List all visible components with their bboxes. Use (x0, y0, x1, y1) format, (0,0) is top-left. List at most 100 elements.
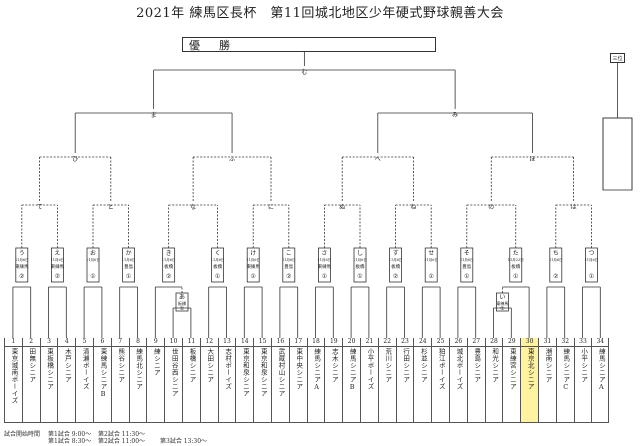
team-number: 7 (111, 338, 129, 347)
team-name: 杉並シニア (419, 348, 428, 383)
team-name: 城北ボーイズ (455, 348, 463, 390)
r32-match-venue: 豊島 (284, 263, 293, 270)
team-name: 東練馬シニアB (99, 348, 107, 399)
r32-match-label: お (90, 250, 96, 257)
team-number: 12 (200, 338, 218, 347)
third-place-label: 三位 (610, 53, 625, 63)
team-name: 練馬シニアB (348, 348, 357, 392)
r0-match-venue: 板橋 (178, 300, 186, 306)
r32-match-date: 11月6日 (424, 257, 438, 262)
r32-match-label: た (513, 250, 519, 257)
r32-match-slot: ① (126, 273, 131, 280)
team-number: 8 (129, 338, 147, 347)
qf-match-label: ほ (529, 156, 535, 163)
r32-match-date: 11月6日 (549, 257, 563, 262)
r32-match-label: し (357, 250, 363, 257)
team-number: 33 (574, 338, 592, 347)
r32-match-date: 11月6日 (318, 257, 332, 262)
team-name: 練馬シニアC (561, 348, 570, 392)
team-name: 東京北シニア (526, 348, 535, 390)
team-number: 13 (218, 338, 236, 347)
r32-match-label: か (126, 250, 132, 257)
r32-match-slot: ② (19, 273, 24, 280)
team-number: 22 (378, 338, 396, 347)
team-name: 練シニア (152, 348, 161, 376)
team-number: 30 (521, 338, 538, 347)
r16-match-label: ね (410, 204, 416, 211)
final-match-label: む (301, 69, 307, 76)
r32-match-date: 11月23日 (508, 257, 524, 262)
r0-match-label: い (499, 294, 505, 301)
team-name: 清瀬ボーイズ (81, 348, 90, 390)
team-name: 板橋シニア (188, 348, 196, 383)
r0-match-slot: ① (180, 306, 185, 312)
team-name: 志村ボーイズ (223, 348, 232, 390)
r32-match-date: 11月6日 (585, 257, 599, 262)
schedule-heading: 試合開始時間 (4, 431, 41, 438)
team-name: 東京和泉シニア (241, 348, 250, 397)
team-name: 武蔵村山シニア (277, 348, 285, 397)
r32-match-label: ち (553, 250, 559, 257)
r32-match-slot: ① (357, 273, 362, 280)
r32-match-label: き (166, 250, 172, 257)
team-name: 豊島シニア (472, 348, 481, 383)
winner-box: 優 勝 (182, 37, 436, 52)
r16-match-label: に (268, 204, 274, 211)
team-number: 34 (592, 338, 609, 347)
r32-match-date: 11月6日 (353, 257, 367, 262)
schedule-day2-first: 第1試合 8:30〜 (48, 438, 92, 445)
team-number: 27 (467, 338, 485, 347)
r32-match-slot: ① (464, 273, 469, 280)
team-number: 29 (503, 338, 521, 347)
r16-match-label: て (37, 204, 43, 211)
r32-match-date: 11月6日 (51, 257, 65, 262)
team-number: 23 (396, 338, 414, 347)
team-name: 荒川シニア (383, 348, 392, 383)
team-number: 25 (432, 338, 449, 347)
r32-match-date: 11月6日 (460, 257, 474, 262)
sf-match-label: み (452, 112, 458, 119)
r32-match-venue: 東練馬 (318, 263, 332, 270)
sf-match-label: ま (151, 112, 157, 119)
qf-match-label: ふ (229, 156, 235, 163)
third-place-box (602, 117, 633, 191)
team-number: 11 (183, 338, 200, 347)
team-name: 世田谷西シニア (170, 348, 179, 397)
r32-match-venue: 板橋 (356, 263, 365, 270)
team-number: 20 (343, 338, 360, 347)
team-name: 狛江ボーイズ (437, 348, 446, 390)
r16-match-label: と (108, 204, 114, 211)
team-number: 2 (22, 338, 40, 347)
team-number: 15 (254, 338, 271, 347)
r32-match-venue: 東練馬 (15, 263, 29, 270)
r32-match-slot: ① (513, 273, 518, 280)
r32-match-venue: 豊島 (124, 263, 133, 270)
team-name: 東板橋シニア (45, 348, 54, 390)
team-name: 行田シニア (401, 348, 410, 383)
team-name: 練馬シニアA (597, 348, 606, 392)
qf-match-label: ひ (72, 156, 78, 163)
team-number: 24 (414, 338, 432, 347)
team-name: 東中央シニア (294, 348, 303, 390)
r32-match-venue: 東練馬 (246, 263, 260, 270)
r32-match-date: 11月6日 (211, 257, 225, 262)
team-name: 東京和泉シニア (259, 348, 268, 397)
team-number: 6 (94, 338, 111, 347)
